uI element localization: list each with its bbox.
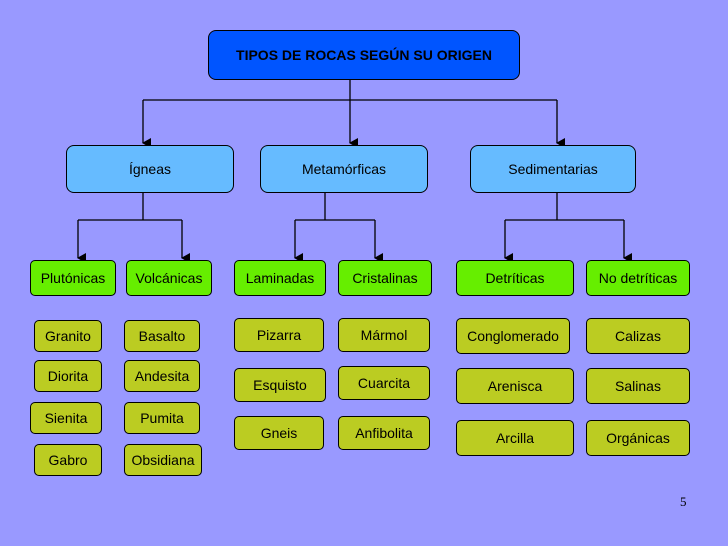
- rock-pizarra: Pizarra: [234, 318, 324, 352]
- rock-sienita: Sienita: [30, 402, 102, 434]
- category-metamorficas: Metamórficas: [260, 145, 428, 193]
- rock-granito: Granito: [34, 320, 102, 352]
- rock-esquisto: Esquisto: [234, 368, 326, 402]
- rock-basalto: Basalto: [124, 320, 200, 352]
- rock-calizas: Calizas: [586, 318, 690, 354]
- rock-gneis: Gneis: [234, 416, 324, 450]
- group-cristalinas: Cristalinas: [338, 260, 432, 296]
- rock-anfibolita: Anfibolita: [338, 416, 430, 450]
- rock-organicas: Orgánicas: [586, 420, 690, 456]
- group-laminadas: Laminadas: [234, 260, 326, 296]
- page-number: 5: [680, 494, 687, 509]
- category-sedimentarias: Sedimentarias: [470, 145, 636, 193]
- rock-cuarcita: Cuarcita: [338, 366, 430, 400]
- rock-pumita: Pumita: [124, 402, 200, 434]
- rock-andesita: Andesita: [124, 360, 200, 392]
- group-volcanicas: Volcánicas: [126, 260, 212, 296]
- group-no-detriticas: No detríticas: [586, 260, 690, 296]
- rock-marmol: Mármol: [338, 318, 430, 352]
- group-detriticas: Detríticas: [456, 260, 574, 296]
- rock-gabro: Gabro: [34, 444, 102, 476]
- diagram-title: TIPOS DE ROCAS SEGÚN SU ORIGEN: [208, 30, 520, 80]
- rock-arcilla: Arcilla: [456, 420, 574, 456]
- rock-conglomerado: Conglomerado: [456, 318, 570, 354]
- rock-salinas: Salinas: [586, 368, 690, 404]
- rock-diorita: Diorita: [34, 360, 102, 392]
- rock-arenisca: Arenisca: [456, 368, 574, 404]
- rock-obsidiana: Obsidiana: [124, 444, 202, 476]
- category-igneas: Ígneas: [66, 145, 234, 193]
- group-plutonicas: Plutónicas: [30, 260, 116, 296]
